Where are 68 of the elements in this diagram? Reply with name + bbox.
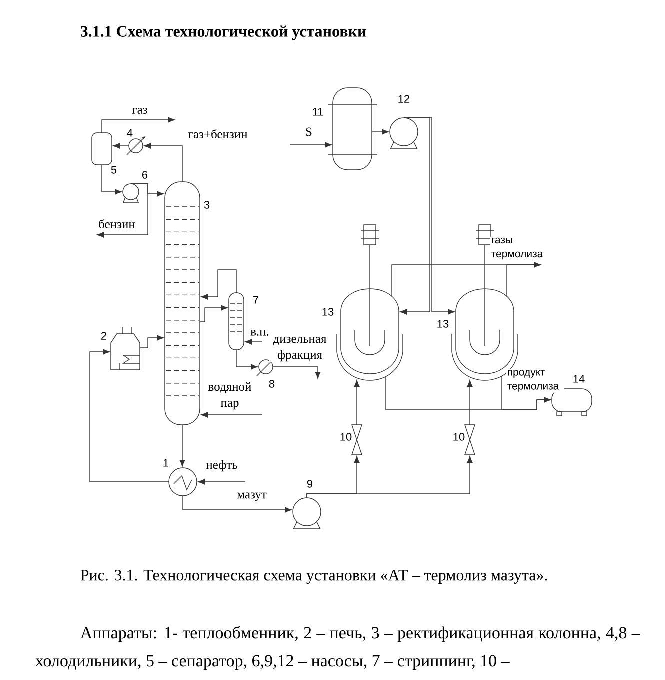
arrow (200, 305, 228, 322)
reactor-symbol (336, 224, 404, 381)
callout-number: 14 (574, 375, 585, 383)
edge-label: S (304, 126, 314, 138)
arrow (272, 366, 321, 379)
arrow (97, 184, 148, 238)
callout-number: 3 (204, 201, 210, 209)
arrow (506, 262, 541, 298)
callout-number: 10 (340, 433, 352, 441)
arrow (502, 376, 551, 410)
callout-number: 6 (142, 171, 148, 179)
edge-label: газ (131, 107, 149, 115)
edge-label: газ+бензин (187, 128, 249, 140)
edge-label: бензин (98, 218, 136, 230)
separator-symbol (92, 132, 112, 166)
arrow (102, 164, 122, 195)
pump-symbol (122, 184, 140, 204)
arrow (180, 424, 186, 467)
note-text: Аппараты: 1- теплообменник, 2 – печь, 3 – ректификационная колонна, 4,8 – холодильники, 5 – сепаратор, 6,9,12 – насосы, 7 – стриппинг, 10 – (36, 626, 640, 670)
arrow (400, 118, 430, 315)
callout-number: 9 (307, 480, 313, 488)
stripper-symbol (228, 292, 244, 350)
arrow (236, 350, 258, 370)
edge-label: мазут (236, 492, 268, 502)
arrow (201, 412, 262, 418)
edge-label: нефть (205, 459, 239, 473)
callout-number: 8 (269, 380, 275, 388)
valve-symbol (352, 424, 362, 456)
arrow (245, 339, 262, 345)
callout-number: 7 (254, 296, 258, 304)
arrow (306, 456, 473, 498)
edge-label: продукт термолиза (506, 369, 564, 393)
arrow (201, 270, 237, 300)
arrow (372, 129, 389, 135)
callout-number: 10 (454, 433, 465, 441)
callout-number: 13 (322, 308, 334, 316)
arrow (198, 479, 246, 485)
callout-number: 13 (438, 320, 449, 328)
callout-number: 12 (398, 95, 410, 103)
furnace-symbol (110, 326, 140, 370)
valve-symbol (464, 424, 476, 456)
arrow (354, 380, 360, 426)
arrow (467, 380, 473, 426)
callout-number: 2 (102, 332, 106, 340)
edge-label: дизельная фракция (269, 336, 331, 363)
heading: 3.1.1 Схема технологической установки (80, 26, 366, 40)
callout-number: 4 (127, 129, 133, 137)
edge-label: водяной пар (204, 381, 256, 411)
arrow (404, 118, 455, 315)
arrow (144, 143, 183, 182)
edge-label: газы термолиза (490, 236, 548, 261)
arrow (182, 496, 292, 513)
arrow (113, 143, 130, 149)
edge-label: в.п. (250, 329, 270, 337)
caption: Рис. 3.1. Технологическая схема установки «АТ – термолиз мазута». (80, 570, 548, 584)
callout-number: 1 (164, 459, 169, 467)
cooler-symbol (126, 136, 146, 156)
arrow (140, 335, 164, 348)
arrow (290, 142, 332, 148)
arrow (90, 349, 170, 482)
callout-number: 5 (111, 166, 117, 174)
arrow (102, 117, 175, 134)
pump-symbol (390, 118, 418, 150)
pump-symbol (292, 498, 322, 530)
vessel-symbol (328, 88, 378, 170)
callout-number: 11 (313, 108, 324, 116)
column-symbol (164, 182, 200, 426)
heat-exchanger-symbol (168, 468, 198, 496)
